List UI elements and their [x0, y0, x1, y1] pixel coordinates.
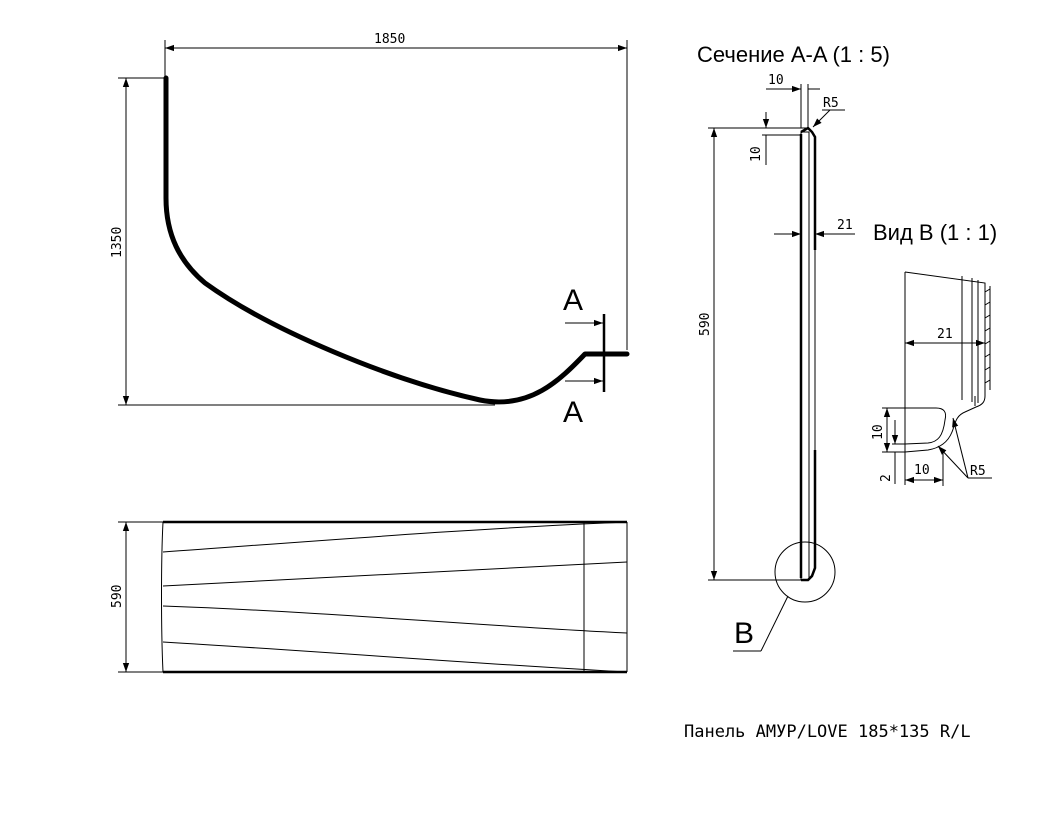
detail-radius-leader — [937, 445, 969, 479]
plan-contour-line — [162, 521, 628, 553]
radius-leader — [812, 109, 831, 128]
section-height-dimension-label: 590 — [698, 313, 713, 336]
plan-contour-line — [162, 605, 628, 634]
detail-radius-leader — [952, 417, 969, 479]
plan-outline — [161, 521, 164, 673]
detail-profile-outer — [904, 271, 986, 453]
section-mark-bottom: A — [563, 396, 583, 429]
detail-flange-width-label: 10 — [914, 463, 930, 478]
detail-leader — [760, 595, 789, 652]
detail-profile-inner — [904, 407, 947, 445]
detail-title: Вид В (1 : 1) — [873, 220, 997, 245]
detail-thickness-label: 21 — [937, 327, 953, 342]
top-height-dimension-label: 10 — [749, 146, 764, 162]
radius-label: R5 — [823, 96, 839, 111]
width-dimension-label: 1850 — [374, 32, 405, 47]
section-mark-top: A — [563, 284, 583, 317]
section-top-lip — [800, 126, 817, 250]
plan-height-dimension-label: 590 — [110, 585, 125, 608]
section-title: Сечение A-A (1 : 5) — [697, 42, 890, 67]
height-dimension-label: 1350 — [110, 227, 125, 258]
front-view: 1850 1350 A A — [110, 32, 630, 429]
plan-contour-line — [162, 561, 628, 587]
section-thickness-label: 21 — [837, 218, 853, 233]
detail-edge-ticks — [984, 286, 991, 390]
plan-view: 590 — [110, 520, 628, 674]
top-width-dimension-label: 10 — [768, 73, 784, 88]
detail-label: B — [734, 617, 754, 650]
detail-radius-label: R5 — [970, 464, 986, 479]
detail-view: Вид В (1 : 1) 21 10 — [871, 220, 997, 486]
drawing-caption: Панель АМУР/LOVE 185*135 R/L — [684, 722, 971, 742]
detail-circle — [774, 541, 836, 603]
plan-contour-line — [162, 641, 628, 673]
section-view: Сечение A-A (1 : 5) 590 10 10 R5 21 — [697, 42, 890, 652]
detail-flange-height-label: 10 — [871, 424, 886, 440]
panel-profile-curve — [163, 75, 630, 405]
detail-offset-label: 2 — [879, 474, 894, 482]
